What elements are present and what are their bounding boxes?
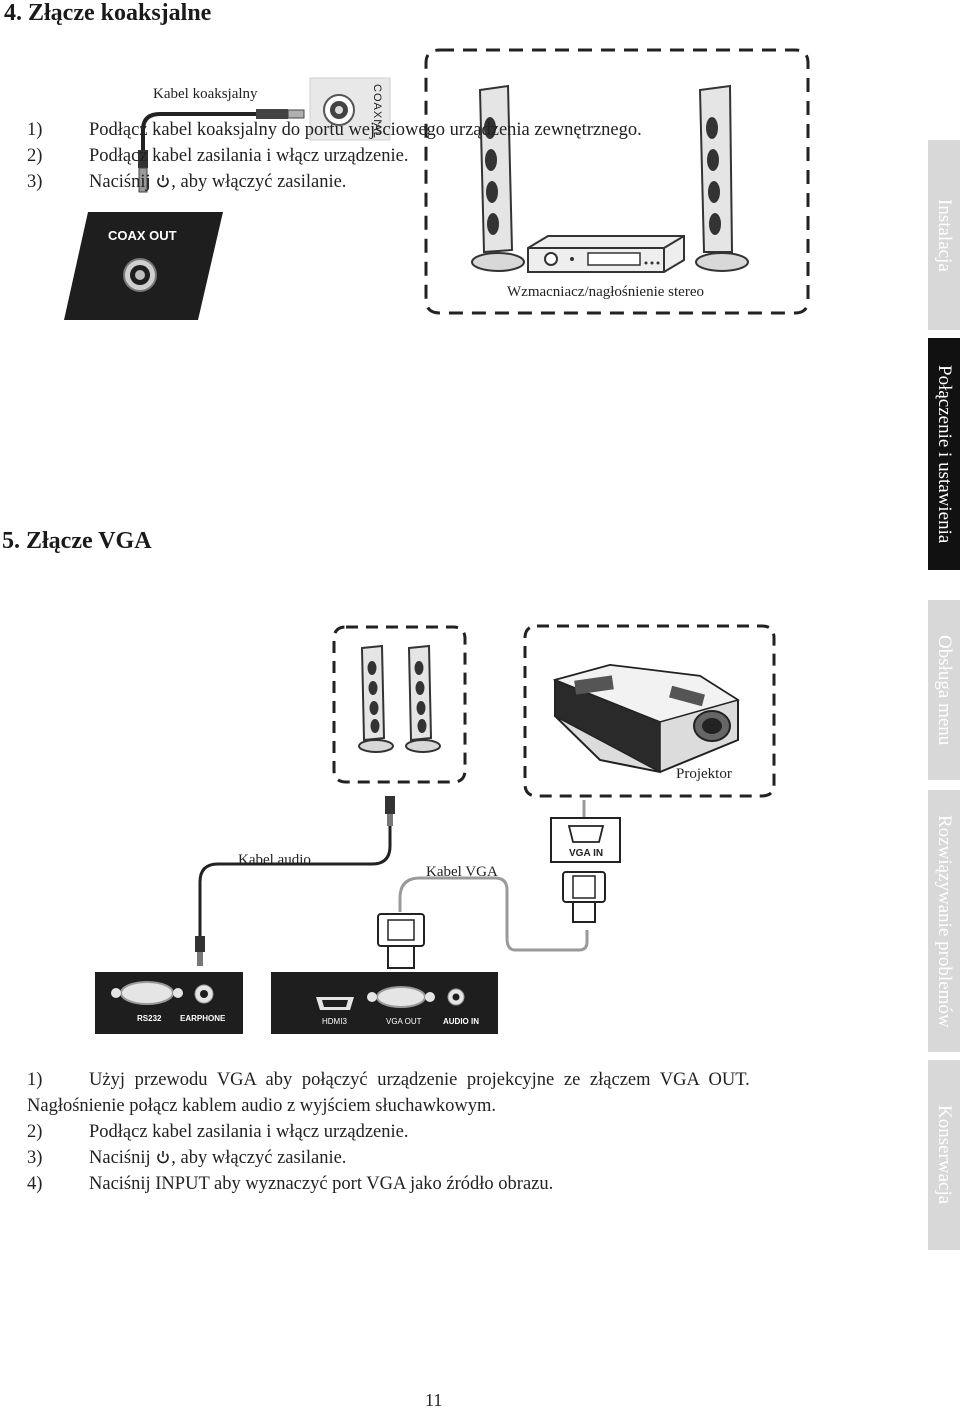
port-label-vga-out: VGA OUT bbox=[386, 1017, 422, 1026]
port-label-audio-in: AUDIO IN bbox=[443, 1017, 479, 1026]
coax-out-label: COAX OUT bbox=[108, 228, 177, 243]
section-5-title: 5. Złącze VGA bbox=[2, 528, 152, 554]
coax-cable-label: Kabel koaksjalny bbox=[153, 86, 258, 102]
audio-cable bbox=[198, 824, 392, 936]
section-5-step-2: 2)Podłącz kabel zasilania i włącz urządz… bbox=[27, 1122, 409, 1142]
power-icon bbox=[157, 1151, 170, 1164]
vga-diagram bbox=[95, 624, 776, 1034]
vga-in-label: VGA IN bbox=[569, 848, 604, 859]
section-5-step-1-continued: Nagłośnienie połącz kablem audio z wyjśc… bbox=[27, 1096, 497, 1116]
section-5-step-3: 3)Naciśnij , aby włączyć zasilanie. bbox=[27, 1148, 347, 1168]
left-port-panel bbox=[95, 972, 243, 1034]
vga-left-speaker bbox=[358, 644, 394, 753]
projector-label: Projektor bbox=[676, 766, 732, 782]
port-label-earphone: EARPHONE bbox=[180, 1014, 226, 1023]
speakers-group-border bbox=[332, 625, 467, 784]
section-4-step-1: 1)Podłącz kabel koaksjalny do portu wejś… bbox=[27, 120, 642, 140]
port-label-rs232: RS232 bbox=[137, 1014, 162, 1023]
vga-cable-label: Kabel VGA bbox=[426, 864, 498, 880]
amplifier-label: Wzmacniacz/nagłośnienie stereo bbox=[507, 284, 704, 300]
power-icon bbox=[157, 175, 170, 188]
audio-cable-label: Kabel audio bbox=[238, 852, 311, 868]
section-5-step-1: 1)Użyj przewodu VGA aby połączyć urządze… bbox=[27, 1070, 750, 1090]
port-label-hdmi3: HDMI3 bbox=[322, 1017, 347, 1026]
projector bbox=[552, 663, 740, 774]
side-tab-rozwiazywanie[interactable]: Rozwiązywanie problemów bbox=[928, 790, 960, 1052]
section-4-step-3: 3)Naciśnij , aby włączyć zasilanie. bbox=[27, 172, 347, 192]
section-5-step-4: 4)Naciśnij INPUT aby wyznaczyć port VGA … bbox=[27, 1174, 554, 1194]
page-number: 11 bbox=[425, 1390, 443, 1410]
amplifier-group-border bbox=[424, 48, 810, 315]
coaxial-label: COAXIAL bbox=[371, 84, 383, 139]
right-speaker bbox=[695, 84, 749, 272]
side-tab-obsluga-menu[interactable]: Obsługa menu bbox=[928, 600, 960, 780]
side-tab-konserwacja[interactable]: Konserwacja bbox=[928, 1060, 960, 1250]
amplifier-unit bbox=[527, 235, 685, 273]
side-tab-polaczenie[interactable]: Połączenie i ustawienia bbox=[928, 338, 960, 570]
left-speaker bbox=[471, 84, 525, 272]
coaxial-diagram bbox=[64, 48, 810, 320]
vga-right-speaker bbox=[405, 644, 441, 753]
section-4-step-2: 2)Podłącz kabel zasilania i włącz urządz… bbox=[27, 146, 409, 166]
coax-cable bbox=[141, 112, 256, 183]
projector-group-border bbox=[523, 624, 776, 798]
side-tab-instalacja[interactable]: Instalacja bbox=[928, 140, 960, 330]
section-4-title: 4. Złącze koaksjalne bbox=[4, 0, 212, 26]
